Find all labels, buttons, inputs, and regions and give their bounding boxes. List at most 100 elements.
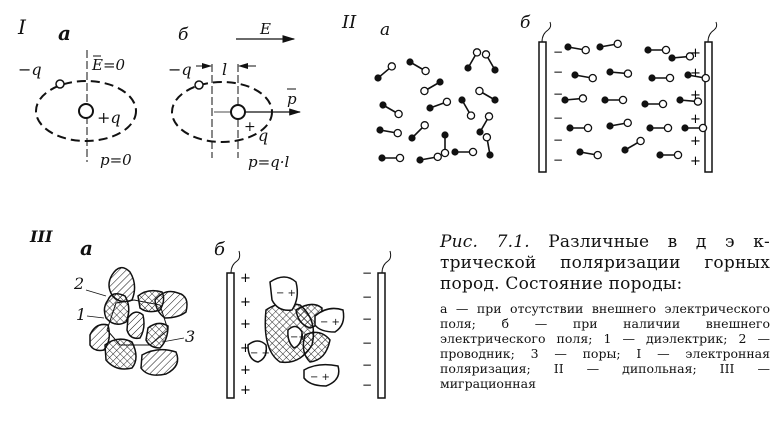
rock-grains-a [85,266,188,376]
callout-pores: 3 [185,327,195,346]
svg-text:−+: −+ [290,332,307,343]
aligned-dipoles [561,39,710,160]
dipole [379,101,403,119]
dipole [684,71,710,83]
dipole [646,123,673,133]
negative-charge-sign: − [553,45,563,59]
dipole [641,99,668,109]
dipole [668,52,695,62]
dipole [571,71,597,83]
electrode-left-III [226,272,235,399]
dipole [476,112,494,136]
electrode-right-III [377,272,386,399]
dipole [440,131,450,158]
dipole [420,78,444,96]
distance-label: l [222,60,227,79]
dipole [416,152,442,164]
positive-charge-sign: + [690,112,701,127]
negative-charge-sign: − [362,290,372,304]
field-label: E [259,20,271,38]
svg-text:− +: − + [310,372,330,383]
dipole [374,62,397,82]
neg-charge-b: −q [168,60,192,79]
dipole [606,118,632,130]
positive-charge-sign: + [690,154,701,169]
negative-charge-sign: − [553,111,563,125]
charge-b: q [258,126,268,145]
positive-charge-sign: + [240,341,251,356]
dipole [464,48,482,72]
rock-grains-b: − +− +−+ − +− + [247,276,345,387]
dipole [482,133,494,159]
positive-charge-sign: + [240,271,251,286]
positive-charge-sign: + [690,134,701,149]
dipole [408,121,429,142]
dipole [621,136,645,154]
panel-II-label: II [341,12,357,33]
pos-charge-a: +q [97,108,121,127]
negative-charge-sign: − [553,153,563,167]
positive-charge-sign: + [690,46,701,61]
dipole [481,50,499,74]
field-zero-label: E=0 [91,56,126,74]
negative-charge-sign: − [362,312,372,326]
panel-I-label: I [17,15,27,39]
electron-b [194,80,204,90]
negative-charge-sign: − [362,336,372,350]
moment-zero-label: p=0 [100,151,132,169]
nucleus-a [78,103,94,119]
negative-charge-sign: − [362,266,372,280]
svg-text:− +: − + [320,317,340,328]
nucleus-b [230,104,246,120]
panel-I-sub-a: а [58,21,71,45]
negative-charge-sign: − [553,87,563,101]
panel-dipole-polarization: II а б − + − + − + − + − + − + [341,12,718,173]
dipole [566,123,593,133]
dipole [564,43,590,55]
panel-III-sub-b: б [214,239,226,260]
panel-II-sub-a: а [380,20,390,40]
panel-migration-polarization: III а б 2 1 3 +−+−+−+−+−+− [29,227,392,399]
random-dipoles [374,48,499,164]
dipole [426,97,452,112]
positive-charge-sign: + [240,383,251,398]
dipole [656,150,683,160]
figure-number: Рис. 7.1. [440,232,530,252]
moment-formula: p=q·l [248,153,290,171]
dipole [376,126,402,138]
positive-charge-sign: + [240,295,251,310]
caption-legend: а — при отсутствии внешнего электрическо… [440,301,770,391]
moment-vector-label: p [287,90,297,108]
dipole [648,73,675,83]
dipole [458,96,476,120]
panel-I-sub-b: б [178,25,189,45]
dipole [451,147,478,157]
negative-charge-sign: − [362,358,372,372]
negative-charge-sign: − [362,378,372,392]
dipole [681,123,708,133]
dipole [561,94,588,104]
callout-dielectric: 1 [76,305,86,324]
electron-a [55,79,65,89]
dipole [676,96,703,106]
dipole [576,148,602,160]
positive-charge-sign: + [690,88,701,103]
callout-conductor: 2 [73,274,84,293]
negative-charge-sign: − [553,65,563,79]
negative-charge-sign: − [553,133,563,147]
dipole [601,95,628,105]
dipole [475,86,499,104]
svg-text:− +: − + [276,288,296,299]
panel-II-sub-b: б [520,13,531,33]
panel-electronic-polarization: I а б E=0 −q +q p=0 E l p −q + q p=q·l [17,15,302,171]
positive-charge-sign: + [690,66,701,81]
positive-charge-sign: + [240,317,251,332]
panel-III-label: III [29,227,53,246]
electrode-right [704,41,713,173]
dipole [378,153,405,163]
dipole [644,45,671,55]
dipole [596,39,622,51]
electron-orbit-a [35,80,137,142]
caption-title: Различные в д э к-трической поляризации … [440,232,770,294]
figure-caption: Рис. 7.1. Различные в д э к-трической по… [440,232,770,391]
